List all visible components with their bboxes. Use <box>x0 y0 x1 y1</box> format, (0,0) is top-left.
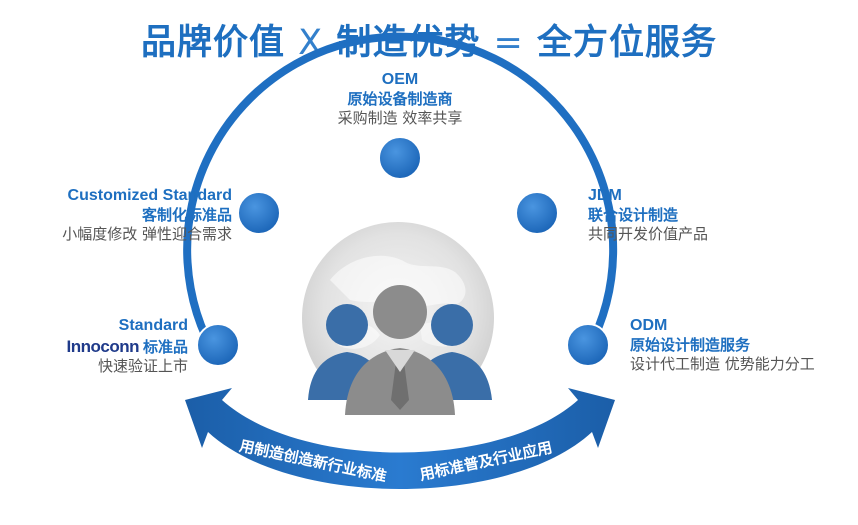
odm-name-en: ODM <box>630 317 668 334</box>
customized-name-cn: 客制化标准品 <box>141 206 232 224</box>
innoconn-logo: Innoconn <box>66 337 140 356</box>
jdm-desc: 共同开发价值产品 <box>588 224 709 243</box>
connection-arc <box>183 32 618 364</box>
node-oem <box>378 136 422 180</box>
bottom-double-arrow <box>185 388 615 489</box>
standard-name-en: Standard <box>118 317 188 334</box>
label-odm: ODM 原始设计制造服务 设计代工制造 优势能力分工 <box>630 316 855 374</box>
node-jdm <box>515 191 559 235</box>
standard-name-cn: 标准品 <box>142 338 188 356</box>
label-jdm: JDM 联合设计制造 共同开发价值产品 <box>588 186 788 244</box>
oem-name-en: OEM <box>381 71 419 88</box>
node-standard <box>196 323 240 367</box>
label-customized-standard: Customized Standard 客制化标准品 小幅度修改 弹性迎合需求 <box>10 186 232 244</box>
oem-name-cn: 原始设备制造商 <box>347 90 453 108</box>
title-part-brand-value: 品牌价值 <box>140 23 285 63</box>
label-oem: OEM 原始设备制造商 采购制造 效率共享 <box>300 70 500 128</box>
customized-name-en: Customized Standard <box>67 187 232 204</box>
node-customized-standard <box>237 191 281 235</box>
standard-desc: 快速验证上市 <box>97 357 188 376</box>
jdm-name-cn: 联合设计制造 <box>588 206 679 224</box>
customized-desc: 小幅度修改 弹性迎合需求 <box>62 224 232 243</box>
jdm-name-en: JDM <box>588 187 622 204</box>
people-icon <box>308 285 492 415</box>
odm-name-cn: 原始设计制造服务 <box>630 336 751 354</box>
oem-desc: 采购制造 效率共享 <box>337 108 463 127</box>
node-odm <box>566 323 610 367</box>
title-part-full-service: 全方位服务 <box>537 23 718 63</box>
odm-desc: 设计代工制造 优势能力分工 <box>630 354 815 373</box>
